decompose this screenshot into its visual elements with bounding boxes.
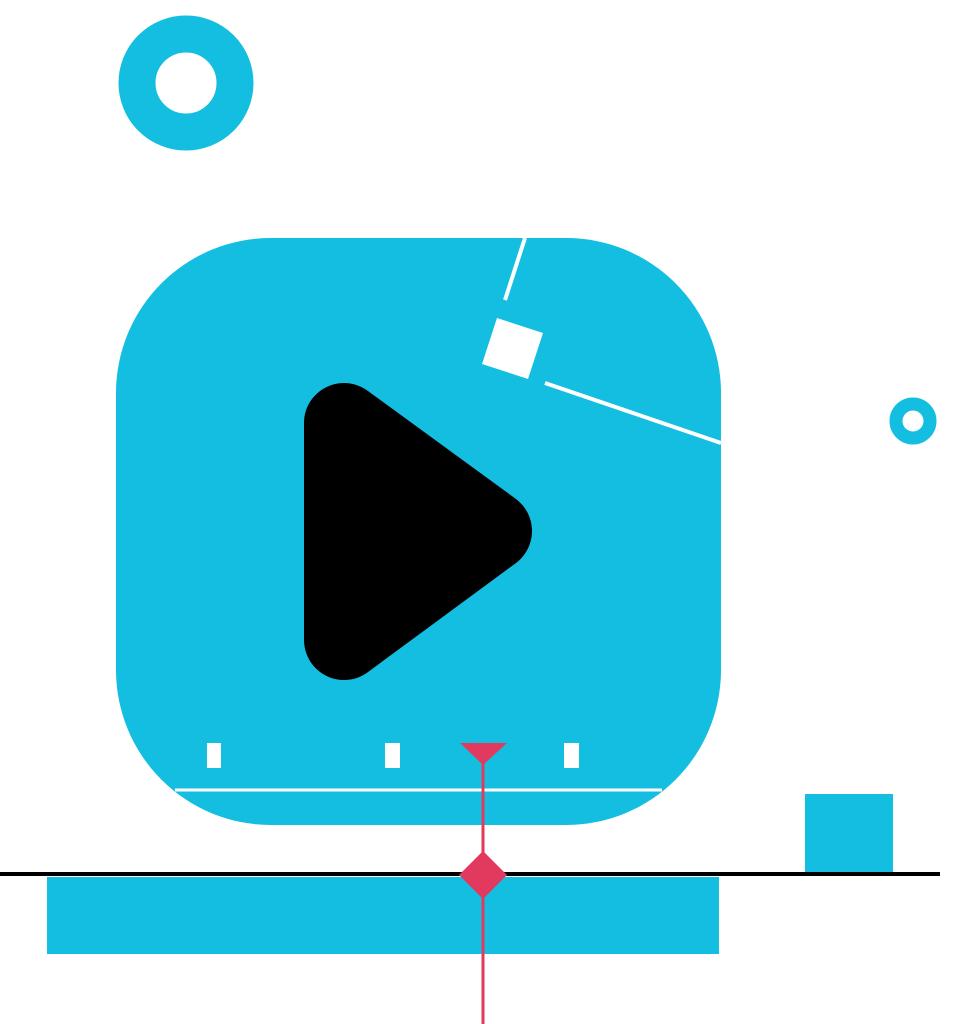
detail-square — [482, 318, 543, 379]
timeline-tick — [385, 743, 400, 768]
playhead-marker-icon[interactable] — [460, 743, 507, 765]
detail-line-right — [544, 381, 722, 445]
small-ring-icon — [889, 397, 937, 445]
base-block — [47, 877, 719, 954]
timeline-tick — [207, 743, 221, 768]
timeline-tick — [564, 743, 579, 768]
keyframe-diamond-icon[interactable] — [459, 851, 507, 899]
play-icon[interactable] — [304, 383, 532, 680]
side-block — [805, 794, 893, 872]
large-ring-icon — [118, 15, 254, 151]
detail-line-top — [503, 237, 527, 301]
